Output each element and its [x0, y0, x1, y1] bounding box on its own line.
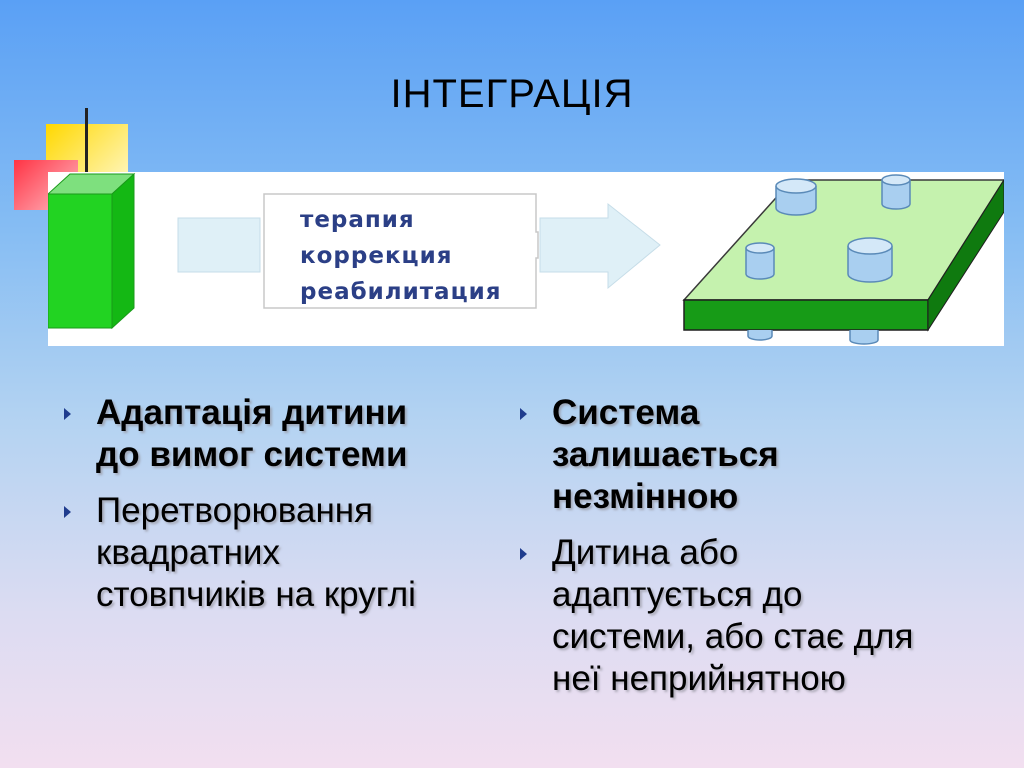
- triangle-right-icon: [64, 408, 71, 420]
- bullet-heading: Адаптація дитини до вимог системи: [96, 393, 408, 474]
- triangle-right-icon: [520, 408, 527, 420]
- triangle-right-icon: [64, 506, 71, 518]
- bullet-text: Перетворювання квадратних стовпчиків на …: [96, 491, 416, 614]
- right-column: Система залишається незмінною Дитина або…: [518, 392, 998, 700]
- process-arrow-shape: [177, 193, 661, 309]
- bullet-heading: Система залишається незмінною: [552, 393, 779, 516]
- diagram-graphic: [48, 172, 1004, 345]
- integration-diagram: терапия коррекция реабилитация: [48, 172, 1004, 346]
- bullet-item: Дитина або адаптується до системи, або с…: [518, 532, 998, 700]
- square-column-shape: [48, 172, 136, 330]
- arrow-label: терапия коррекция реабилитация: [300, 202, 540, 310]
- bullet-item: Адаптація дитини до вимог системи: [62, 392, 502, 476]
- arrow-label-line: коррекция: [300, 243, 453, 269]
- cylinder-shapes: [745, 174, 911, 345]
- arrow-label-line: терапия: [300, 207, 415, 233]
- platform-shape: [682, 179, 1004, 332]
- bullet-text: Дитина або адаптується до системи, або с…: [552, 533, 914, 698]
- bullet-item: Система залишається незмінною: [518, 392, 998, 518]
- triangle-right-icon: [520, 548, 527, 560]
- bullet-item: Перетворювання квадратних стовпчиків на …: [62, 490, 502, 616]
- arrow-label-line: реабилитация: [300, 279, 502, 305]
- left-column: Адаптація дитини до вимог системи Перетв…: [62, 392, 502, 616]
- slide-title: ІНТЕГРАЦІЯ: [390, 72, 634, 116]
- decorative-vertical-line: [85, 108, 88, 182]
